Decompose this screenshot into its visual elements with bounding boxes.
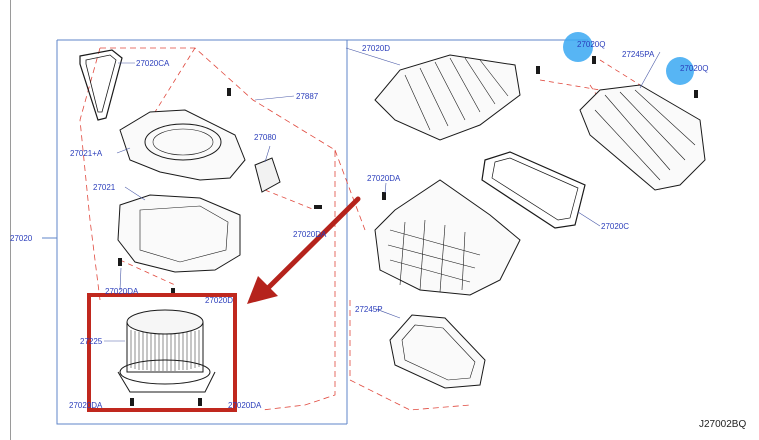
highlight-marker-27020Q-left (563, 32, 593, 62)
highlight-box-blower (87, 293, 237, 412)
label-27020D-small: 27020D (205, 296, 234, 305)
center-housing (374, 179, 521, 296)
label-27020DA-mid: 27020DA (293, 230, 327, 239)
actuator-27080 (254, 157, 281, 193)
housing-upper-opening-inner (152, 128, 214, 156)
highlight-arrow-head (247, 276, 278, 304)
blower-flange (117, 371, 216, 393)
housing-upper (119, 109, 246, 181)
label-27020D: 27020D (362, 44, 391, 53)
label-27020CA: 27020CA (136, 59, 170, 68)
label-27020: 27020 (10, 234, 33, 243)
label-27020DA-bottom-left: 27020DA (69, 401, 103, 410)
intake-duct-27020D (374, 54, 521, 141)
label-27020C: 27020C (601, 222, 630, 231)
label-27080: 27080 (254, 133, 277, 142)
intake-duct-ribs (404, 57, 509, 131)
dashed-leader-6 (539, 79, 601, 91)
dashed-leader-3 (264, 189, 316, 211)
housing-lower (117, 194, 241, 273)
reference-code: J27002BQ (699, 419, 747, 430)
filter-frame-27020C (481, 151, 586, 229)
label-27020Q-left: 27020Q (577, 40, 606, 49)
dashed-envelope-mid (349, 300, 471, 411)
left-rule (10, 0, 11, 440)
dashed-envelope-left-edge (79, 47, 101, 301)
dashed-leader-4 (599, 59, 641, 86)
blower-fins (130, 330, 200, 371)
gasket-27020CA (79, 49, 123, 121)
label-27245PA: 27245PA (622, 50, 655, 59)
label-27021A: 27021+A (70, 149, 103, 158)
filter-frame-inner (491, 157, 579, 221)
label-27887: 27887 (296, 92, 319, 101)
blower-body (126, 322, 204, 373)
label-27225: 27225 (80, 337, 103, 346)
dashed-leader-7 (119, 259, 176, 286)
label-27020DA-bottom-right: 27020DA (228, 401, 262, 410)
gasket-27020CA-inner (85, 54, 117, 113)
frame-line-left (56, 40, 347, 425)
cover-27245P (389, 314, 486, 389)
housing-lower-inner (139, 205, 229, 263)
blower-base (119, 359, 211, 385)
highlight-arrow-shaft (261, 196, 361, 295)
cover-27245P-inner (401, 324, 476, 381)
label-27020DA-left: 27020DA (105, 287, 139, 296)
highlight-marker-27020Q-right (666, 57, 694, 85)
blower-top (126, 309, 204, 335)
label-leaders (104, 47, 661, 342)
duct-27245PA (579, 84, 706, 191)
label-27245P: 27245P (355, 305, 383, 314)
screws (118, 56, 698, 406)
duct-27245PA-ribs (594, 89, 696, 181)
label-27021: 27021 (93, 183, 116, 192)
label-27020DA-center: 27020DA (367, 174, 401, 183)
label-27020Q-right: 27020Q (680, 64, 709, 73)
center-housing-grid (387, 219, 481, 293)
dashed-leader-1 (334, 149, 366, 231)
housing-upper-opening (144, 123, 222, 161)
